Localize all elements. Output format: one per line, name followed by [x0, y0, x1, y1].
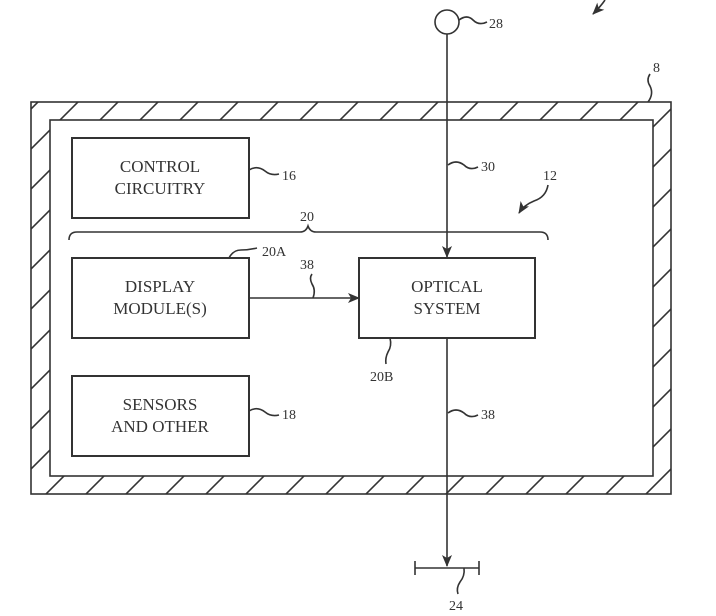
leader-38-display [309, 273, 316, 299]
sensors-label-line2: AND OTHER [111, 417, 209, 436]
leader-20b [384, 337, 392, 365]
hatch-line [559, 102, 671, 494]
ref-38-display: 38 [300, 258, 314, 273]
leader-28 [458, 16, 488, 25]
leader-12 [518, 184, 549, 214]
control-circuitry-block: CONTROL CIRCUITRY [71, 137, 250, 219]
ref-20b: 20B [370, 370, 393, 385]
control-label-line2: CIRCUITRY [115, 179, 206, 198]
leader-16 [248, 166, 280, 176]
display-label-line1: DISPLAY [125, 277, 195, 296]
ref-12: 12 [543, 169, 557, 184]
optical-system-block: OPTICAL SYSTEM [358, 257, 536, 339]
ref-8: 8 [653, 61, 660, 76]
leader-24 [456, 567, 465, 595]
ref-30: 30 [481, 160, 495, 175]
leader-30 [447, 161, 479, 170]
hatch-line [599, 102, 671, 494]
leader-top-arrow [592, 0, 606, 15]
hatch-line [519, 102, 671, 494]
ref-38-output: 38 [481, 408, 495, 423]
hatch-line [31, 102, 41, 494]
ref-28: 28 [489, 17, 503, 32]
leader-8 [647, 73, 653, 103]
ref-16: 16 [282, 169, 296, 184]
control-label-line1: CONTROL [120, 157, 200, 176]
display-module-block: DISPLAY MODULE(S) [71, 257, 250, 339]
ref-18: 18 [282, 408, 296, 423]
hatch-line [680, 100, 716, 500]
ref-20a: 20A [262, 245, 287, 260]
leader-38-output [447, 409, 479, 418]
eyebox [414, 561, 480, 575]
optical-label-line1: OPTICAL [411, 277, 483, 296]
ref-24: 24 [449, 599, 463, 614]
display-label-line2: MODULE(S) [113, 299, 207, 318]
sensors-label-line1: SENSORS [123, 395, 198, 414]
sensors-block: SENSORS AND OTHER [71, 375, 250, 457]
optical-label-line2: SYSTEM [413, 299, 480, 318]
group-brace [68, 223, 549, 241]
leader-18 [248, 407, 280, 417]
ref-20: 20 [300, 210, 314, 225]
light-source-circle [434, 9, 460, 35]
leader-20a [228, 247, 258, 259]
hatch-line [639, 102, 671, 494]
